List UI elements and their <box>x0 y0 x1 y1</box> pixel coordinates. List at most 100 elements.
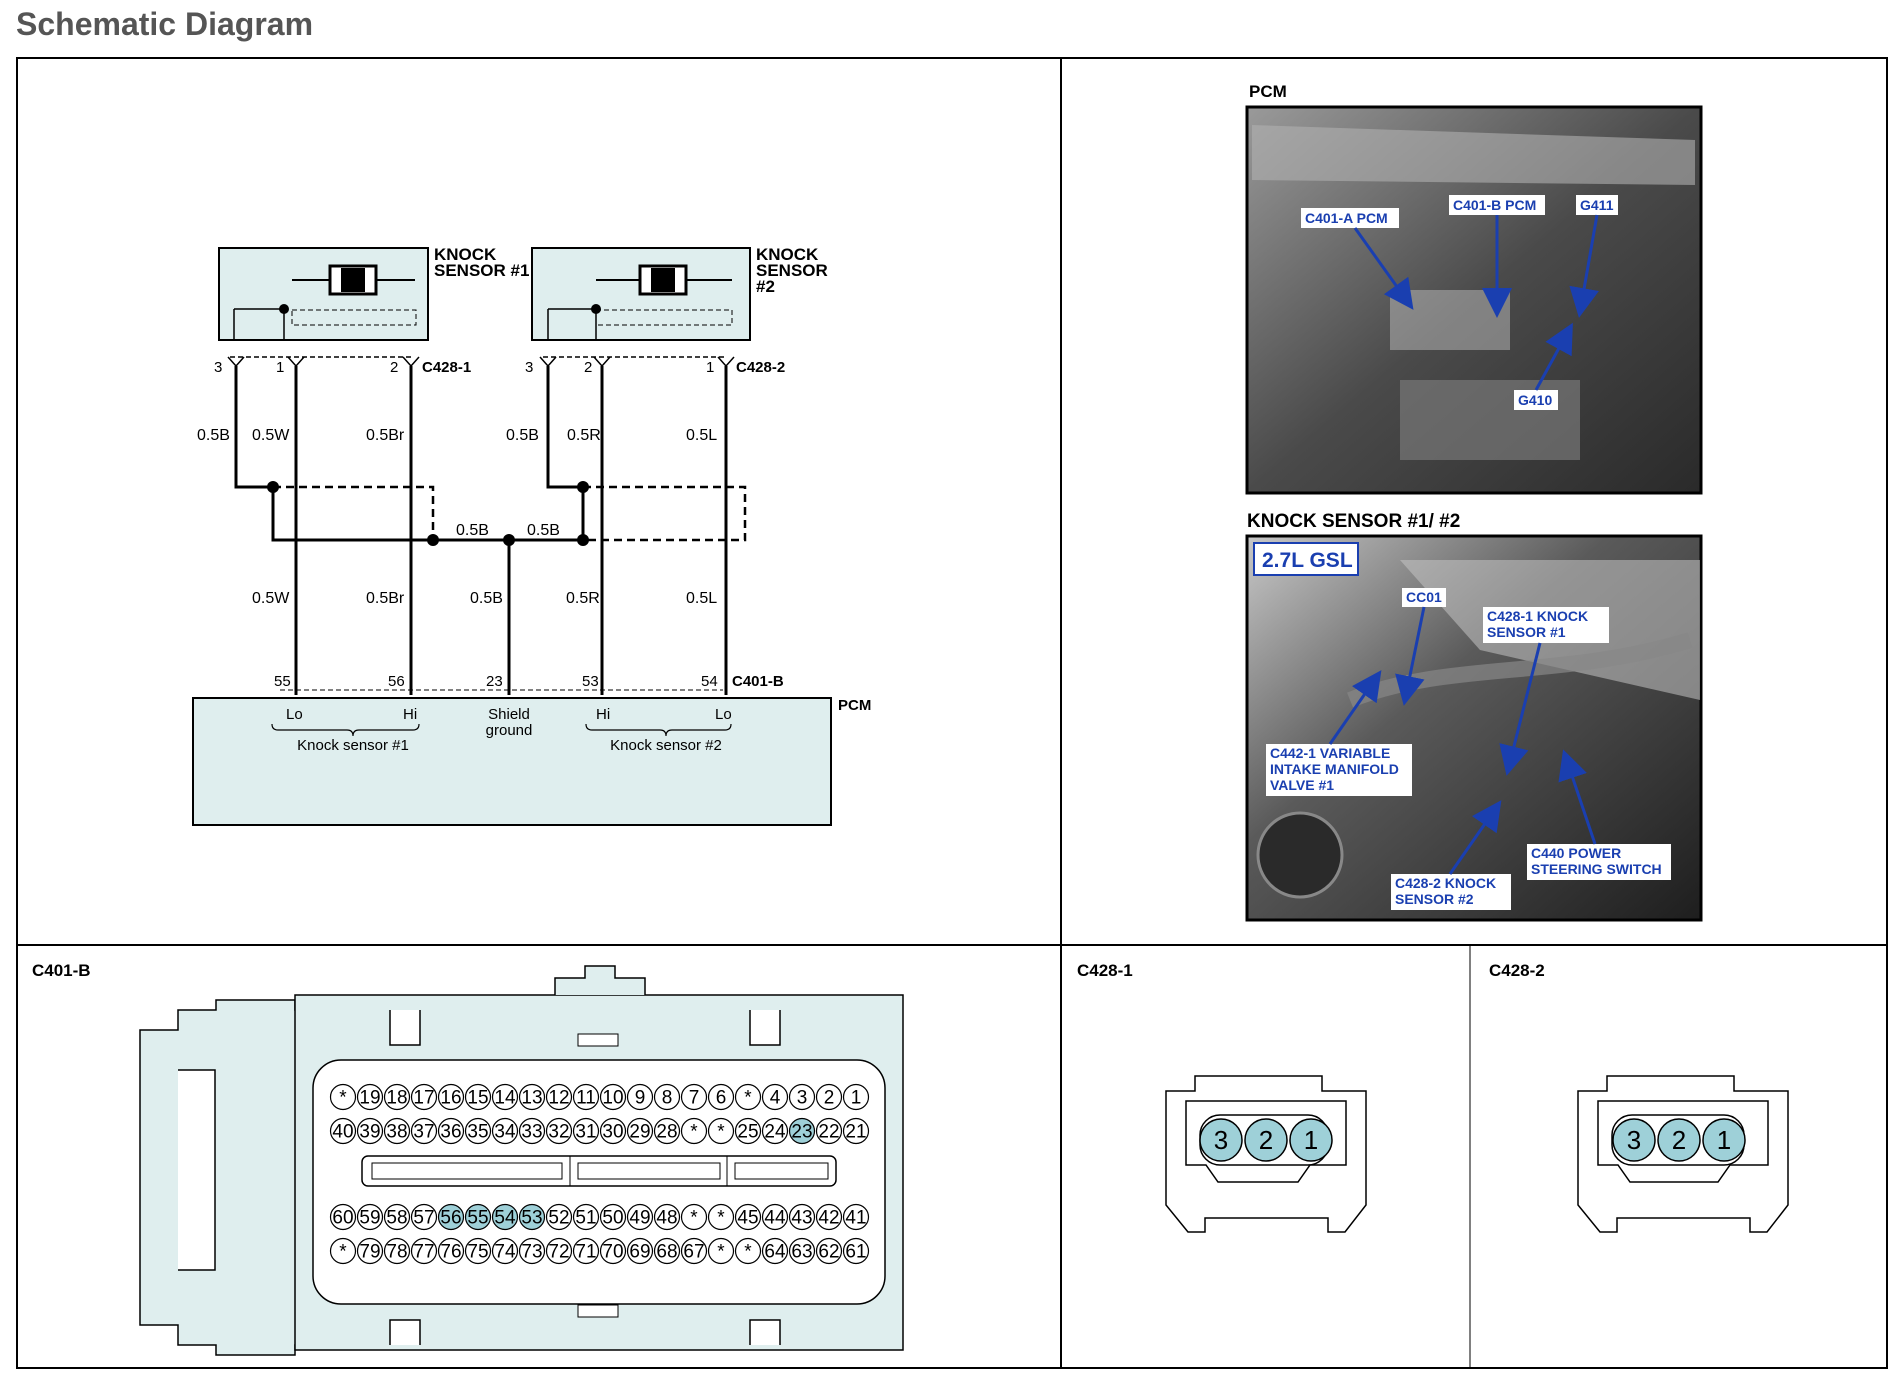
c401b-pin <box>626 1203 654 1231</box>
c401b-pin-label: 42 <box>818 1208 839 1229</box>
c401b-pin-label: 38 <box>386 1122 407 1143</box>
c401b-label: C401-B <box>32 961 91 980</box>
callout-cc01: CC01 <box>1406 589 1442 605</box>
c401b-pin-label: 8 <box>662 1088 673 1109</box>
c401b-pin <box>761 1203 789 1231</box>
connector-pin <box>1702 1118 1746 1162</box>
connector-pin-label: 2 <box>1259 1125 1273 1155</box>
c401b-pin-label: 64 <box>764 1242 786 1263</box>
wire-label: 0.5L <box>686 590 717 607</box>
c401b-pin <box>842 1203 870 1231</box>
wire-label: 0.5R <box>566 590 600 607</box>
wire-label: 0.5W <box>252 590 290 607</box>
c401b-pin-label: 6 <box>716 1088 727 1109</box>
c401b-pin-label: 1 <box>851 1088 862 1109</box>
c401b-pin <box>626 1237 654 1265</box>
c401b-pin <box>329 1117 357 1145</box>
c401b-pin-label: 67 <box>683 1242 704 1263</box>
c401b-pin <box>680 1117 708 1145</box>
c401b-pin-label: 32 <box>548 1122 569 1143</box>
c401b-pin <box>545 1203 573 1231</box>
knock-photo-title: KNOCK SENSOR #1/ #2 <box>1247 511 1460 532</box>
c401b-pin <box>545 1237 573 1265</box>
c401b-pin <box>491 1237 519 1265</box>
pcm-pin: 55 <box>274 673 291 690</box>
terminal-lo-2: Lo <box>715 706 732 723</box>
callout-c428-1-l2: SENSOR #1 <box>1487 624 1566 640</box>
c401b-pin-label: 60 <box>332 1208 353 1229</box>
sensor-2-label-l2: SENSOR <box>756 261 828 280</box>
c401b-pin <box>437 1083 465 1111</box>
c401b-pin <box>356 1237 384 1265</box>
c401b-pin-label: 77 <box>413 1242 434 1263</box>
c401b-pin <box>356 1203 384 1231</box>
c401b-pin <box>707 1117 735 1145</box>
c428-1-tag: C428-1 <box>422 359 471 376</box>
wire-label: 0.5B <box>456 522 489 539</box>
c401b-pin <box>599 1083 627 1111</box>
c401b-pin <box>329 1083 357 1111</box>
c401b-pin-label: 70 <box>602 1242 623 1263</box>
c401b-pin-label: 45 <box>737 1208 758 1229</box>
c401b-pin-label: 21 <box>845 1122 866 1143</box>
c401b-pin <box>815 1237 843 1265</box>
c401b-pin-label: 35 <box>467 1122 488 1143</box>
c428-2-tag: C428-2 <box>736 359 785 376</box>
c401b-pin-label: 33 <box>521 1122 542 1143</box>
c401b-pin-label: 68 <box>656 1242 677 1263</box>
c401b-pin <box>734 1237 762 1265</box>
c401b-pin <box>572 1083 600 1111</box>
pcm-pin: 56 <box>388 673 405 690</box>
s2-pin-a: 3 <box>525 359 533 376</box>
c401b-pin-label: 13 <box>521 1088 542 1109</box>
s1-pin-b: 1 <box>276 359 284 376</box>
callout-c428-2-l2: SENSOR #2 <box>1395 891 1474 907</box>
c401b-pin-label: 18 <box>386 1088 407 1109</box>
pcm-photo-section: PCM C401-A PCM C401-B PCM G411 G410 <box>1245 82 1703 495</box>
c401b-pin <box>788 1203 816 1231</box>
c401b-pin <box>788 1083 816 1111</box>
c401b-pin-label: 16 <box>440 1088 461 1109</box>
c401b-pin-label: 37 <box>413 1122 434 1143</box>
c401b-pin <box>815 1203 843 1231</box>
c401b-pin-label: 7 <box>689 1088 700 1109</box>
c401b-pin-label: 59 <box>359 1208 380 1229</box>
c401b-pin <box>626 1083 654 1111</box>
c401b-pin-label: 39 <box>359 1122 380 1143</box>
c401b-pin-label: 24 <box>764 1122 786 1143</box>
group-knock-2: Knock sensor #2 <box>610 737 722 754</box>
shield-ground-l2: ground <box>486 722 533 739</box>
sensor-connectors <box>227 356 735 368</box>
c401b-pin-label: * <box>717 1122 725 1143</box>
c401b-pin <box>356 1083 384 1111</box>
c401b-pin-label: 78 <box>386 1242 407 1263</box>
c401b-pin-label: * <box>690 1122 698 1143</box>
c401b-pin <box>329 1237 357 1265</box>
c401b-pin-label: 30 <box>602 1122 623 1143</box>
c401b-pin <box>599 1237 627 1265</box>
callout-g411: G411 <box>1580 197 1614 213</box>
page-title: Schematic Diagram <box>16 6 314 42</box>
c401b-pin-label: 69 <box>629 1242 650 1263</box>
c401b-pin <box>788 1237 816 1265</box>
c401b-pin-label: * <box>744 1242 752 1263</box>
wire-label: 0.5B <box>506 427 539 444</box>
c401b-pin <box>464 1117 492 1145</box>
terminal-hi-1: Hi <box>403 706 417 723</box>
connector-pin <box>1657 1118 1701 1162</box>
sensor-2-label-l3: #2 <box>756 277 775 296</box>
c401b-pin <box>788 1117 816 1145</box>
c401b-pin <box>437 1203 465 1231</box>
connector-pin <box>1289 1118 1333 1162</box>
connector-pin <box>1199 1118 1243 1162</box>
c401b-pin <box>410 1237 438 1265</box>
c401b-pin-label: 2 <box>824 1088 835 1109</box>
callout-c401a: C401-A PCM <box>1305 210 1388 226</box>
terminal-hi-2: Hi <box>596 706 610 723</box>
c401b-pin <box>653 1203 681 1231</box>
pcm-label: PCM <box>838 697 871 714</box>
c401b-pin-label: 57 <box>413 1208 434 1229</box>
